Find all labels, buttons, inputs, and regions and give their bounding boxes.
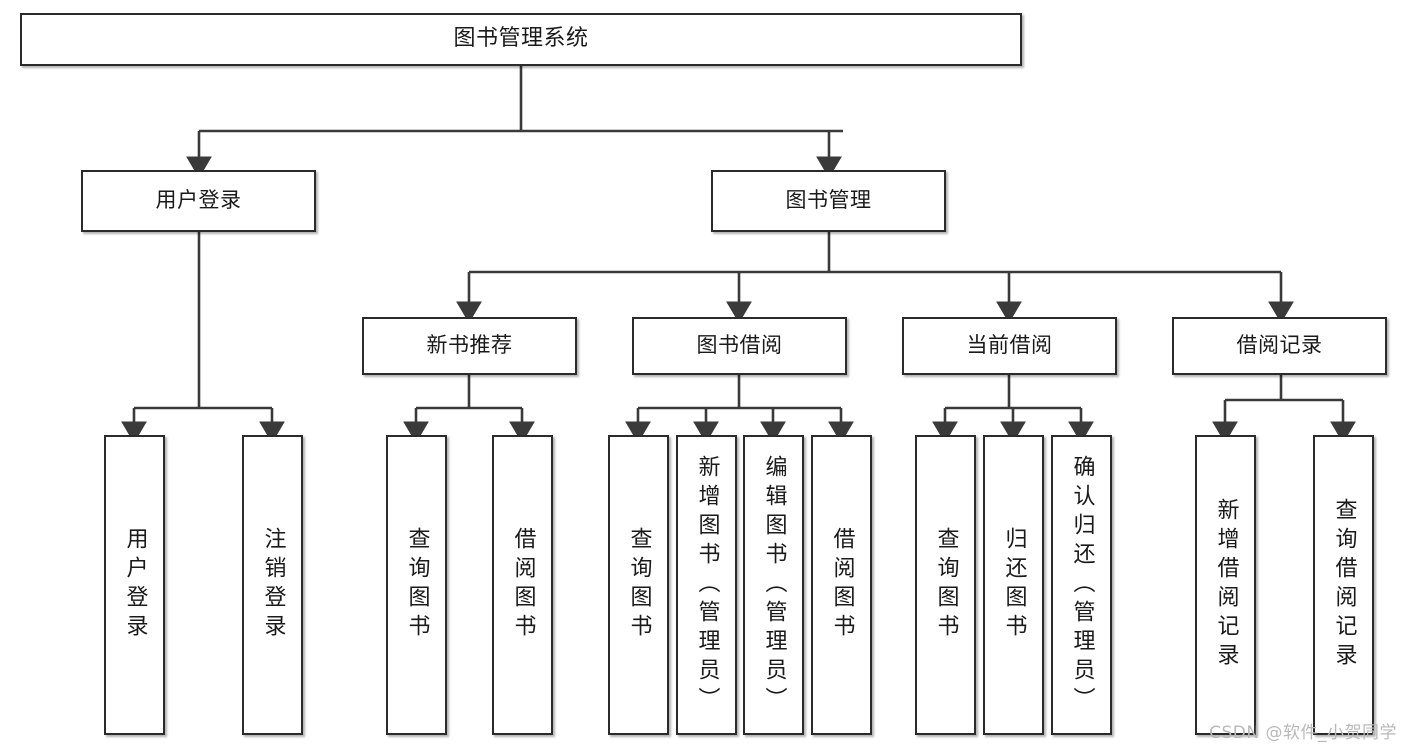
node-leaf-add-book[interactable]: 新增图书（管理员）: [676, 435, 737, 735]
node-leaf-borrow-book-2[interactable]: 借阅图书: [811, 435, 872, 735]
node-leaf-add-book-label: 新增图书（管理员）: [694, 454, 720, 716]
node-new-book-recommend-label: 新书推荐: [426, 333, 513, 358]
node-leaf-confirm-return[interactable]: 确认归还（管理员）: [1051, 435, 1112, 735]
node-root-label: 图书管理系统: [453, 26, 589, 52]
node-leaf-query-record[interactable]: 查询借阅记录: [1313, 435, 1374, 735]
node-leaf-query-book-2[interactable]: 查询图书: [608, 435, 669, 735]
node-leaf-query-book-3-label: 查询图书: [933, 527, 959, 643]
node-leaf-query-book-1-label: 查询图书: [404, 527, 430, 643]
node-borrow-record-label: 借阅记录: [1236, 333, 1323, 358]
node-book-management[interactable]: 图书管理: [711, 170, 946, 232]
node-borrow-record[interactable]: 借阅记录: [1172, 317, 1387, 375]
node-new-book-recommend[interactable]: 新书推荐: [362, 317, 577, 375]
node-book-management-label: 图书管理: [785, 188, 872, 213]
node-leaf-add-record[interactable]: 新增借阅记录: [1195, 435, 1256, 735]
node-leaf-return-book-label: 归还图书: [1001, 527, 1027, 643]
node-leaf-borrow-book-2-label: 借阅图书: [829, 527, 855, 643]
node-leaf-confirm-return-label: 确认归还（管理员）: [1069, 454, 1095, 716]
node-root[interactable]: 图书管理系统: [20, 13, 1022, 66]
node-leaf-edit-book[interactable]: 编辑图书（管理员）: [743, 435, 804, 735]
node-current-borrow[interactable]: 当前借阅: [902, 317, 1117, 375]
node-leaf-user-login[interactable]: 用户登录: [104, 435, 165, 735]
node-book-borrow-label: 图书借阅: [696, 333, 783, 358]
node-leaf-user-login-label: 用户登录: [122, 527, 148, 643]
node-leaf-query-book-2-label: 查询图书: [626, 527, 652, 643]
node-leaf-logout-label: 注销登录: [260, 527, 286, 643]
node-leaf-query-book-1[interactable]: 查询图书: [386, 435, 447, 735]
node-current-borrow-label: 当前借阅: [966, 333, 1053, 358]
node-user-login[interactable]: 用户登录: [81, 170, 316, 232]
node-leaf-add-record-label: 新增借阅记录: [1213, 498, 1239, 672]
node-leaf-return-book[interactable]: 归还图书: [983, 435, 1044, 735]
node-leaf-query-record-label: 查询借阅记录: [1331, 498, 1357, 672]
node-book-borrow[interactable]: 图书借阅: [632, 317, 847, 375]
node-leaf-query-book-3[interactable]: 查询图书: [915, 435, 976, 735]
node-user-login-label: 用户登录: [155, 188, 242, 213]
node-leaf-borrow-book-1-label: 借阅图书: [510, 527, 536, 643]
node-leaf-logout[interactable]: 注销登录: [242, 435, 303, 735]
node-leaf-borrow-book-1[interactable]: 借阅图书: [492, 435, 553, 735]
node-leaf-edit-book-label: 编辑图书（管理员）: [761, 454, 787, 716]
